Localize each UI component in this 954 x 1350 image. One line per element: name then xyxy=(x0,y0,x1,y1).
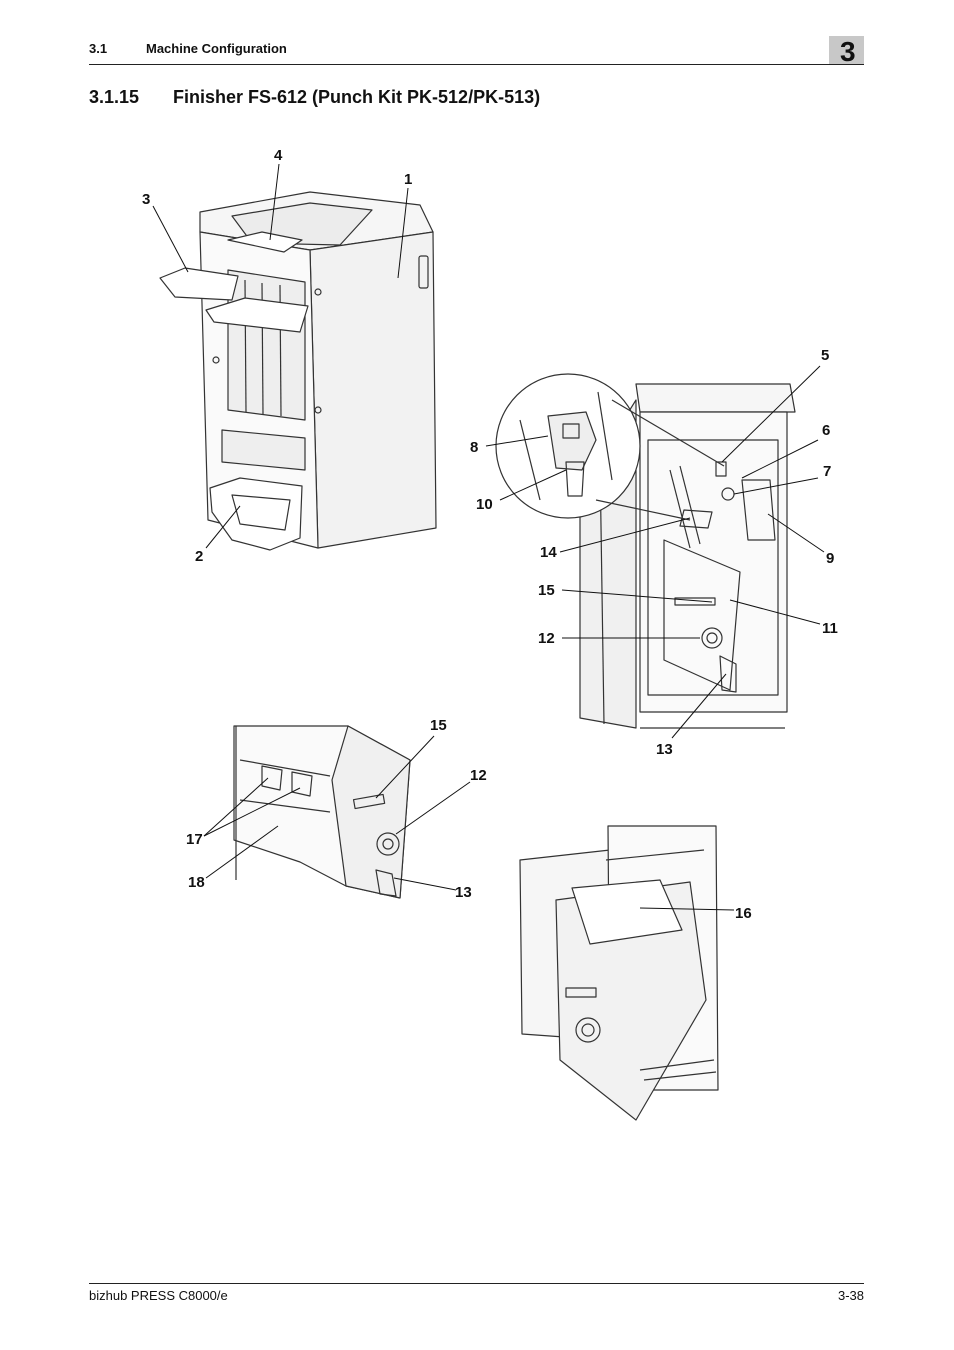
callout-11: 11 xyxy=(822,620,838,637)
callout-7: 7 xyxy=(823,463,831,480)
finisher-exterior-drawing xyxy=(159,191,437,551)
header-section-number: 3.1 xyxy=(89,41,108,56)
callout-1: 1 xyxy=(404,171,412,188)
header-rule xyxy=(89,64,864,65)
callout-5: 5 xyxy=(821,347,829,364)
callout-13-interior: 13 xyxy=(656,741,673,758)
callout-6: 6 xyxy=(822,422,830,439)
callout-13-saddle: 13 xyxy=(455,884,472,901)
callout-17: 17 xyxy=(186,831,203,848)
finisher-interior-drawing xyxy=(495,373,796,729)
callout-12-saddle: 12 xyxy=(470,767,487,784)
callout-2: 2 xyxy=(195,548,203,565)
callout-4: 4 xyxy=(274,147,283,164)
callout-18: 18 xyxy=(188,874,205,891)
callout-14: 14 xyxy=(540,544,557,561)
callout-3: 3 xyxy=(142,191,150,208)
callout-8: 8 xyxy=(470,439,478,456)
footer-product-name: bizhub PRESS C8000/e xyxy=(89,1288,228,1303)
saddle-unit-open-drawing xyxy=(519,825,719,1121)
callout-9: 9 xyxy=(826,550,834,567)
callout-16: 16 xyxy=(735,905,752,922)
saddle-unit-drawing xyxy=(233,725,411,899)
header-section-title: Machine Configuration xyxy=(146,41,287,56)
callout-15-interior: 15 xyxy=(538,582,555,599)
section-number: 3.1.15 xyxy=(89,87,140,107)
footer-rule xyxy=(89,1283,864,1284)
callout-10: 10 xyxy=(476,496,493,513)
callout-leader-lines xyxy=(152,163,825,911)
chapter-number: 3 xyxy=(840,36,856,67)
callout-15-saddle: 15 xyxy=(430,717,447,734)
section-title: Finisher FS-612 (Punch Kit PK-512/PK-513… xyxy=(173,87,541,107)
footer-page-number: 3-38 xyxy=(837,1288,864,1303)
callout-12-interior: 12 xyxy=(538,630,555,647)
chapter-tab xyxy=(829,36,864,65)
